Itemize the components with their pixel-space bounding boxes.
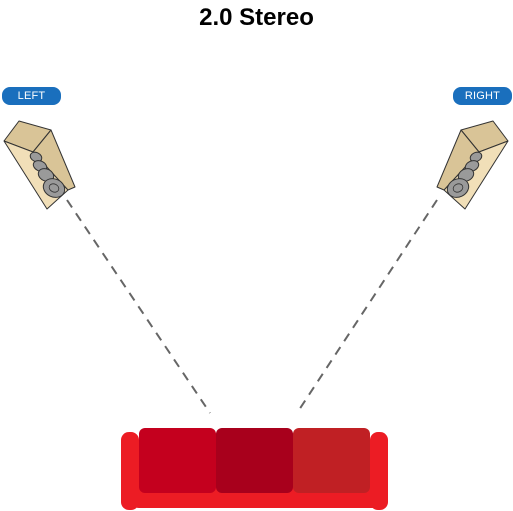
right-speaker-label: RIGHT — [453, 87, 512, 105]
diagram-title: 2.0 Stereo — [199, 4, 314, 31]
sofa-cushion-right — [293, 428, 370, 493]
right-sightline — [296, 199, 438, 414]
sofa-cushion-middle — [216, 428, 293, 493]
left-speaker-icon — [3, 120, 76, 210]
sofa-cushion-left — [139, 428, 216, 493]
left-sightline — [66, 199, 211, 414]
sofa-armrest-left — [121, 432, 139, 510]
sofa-icon — [121, 428, 388, 510]
left-speaker-label: LEFT — [2, 87, 61, 105]
sofa-armrest-right — [370, 432, 388, 510]
right-speaker-icon — [436, 120, 509, 210]
